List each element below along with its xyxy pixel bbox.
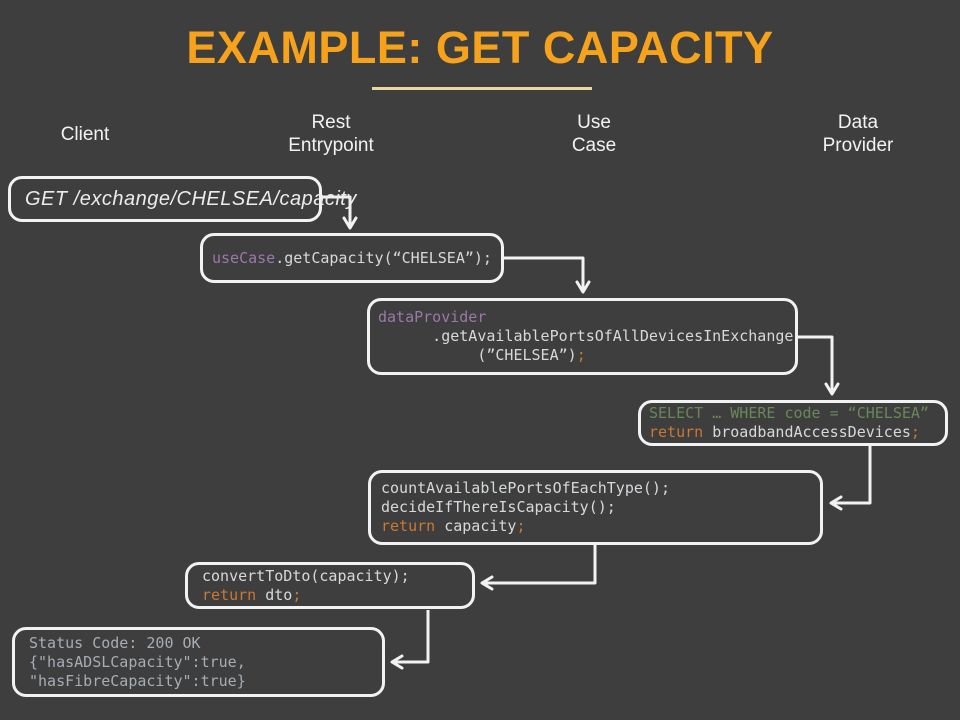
code-segment: ; bbox=[516, 517, 526, 535]
page-title: EXAMPLE: GET CAPACITY bbox=[186, 22, 774, 73]
code-line: GET /exchange/CHELSEA/capacity bbox=[25, 188, 356, 211]
code-segment: convertToDto(capacity); bbox=[202, 566, 410, 585]
code-line: return capacity; bbox=[381, 517, 810, 536]
code-segment: capacity bbox=[435, 517, 517, 535]
code-segment: return bbox=[649, 423, 704, 441]
code-line: useCase.getCapacity(“CHELSEA”); bbox=[212, 249, 492, 268]
arrow-entrypoint-to-usecase bbox=[500, 256, 591, 294]
code-segment: return bbox=[202, 585, 257, 604]
arrow-usecase-return-to-convert bbox=[480, 545, 597, 591]
response-box: Status Code: 200 OK{"hasADSLCapacity":tr… bbox=[12, 627, 385, 697]
arrow-convert-to-response bbox=[390, 610, 430, 670]
code-segment: .getCapacity(“CHELSEA”); bbox=[275, 248, 492, 267]
sql-query-box: SELECT … WHERE code = “CHELSEA”return br… bbox=[638, 400, 948, 446]
code-segment: SELECT … WHERE code = “CHELSEA” bbox=[649, 404, 929, 422]
code-segment: {"hasADSLCapacity":true, bbox=[29, 652, 246, 671]
code-segment: dto bbox=[256, 585, 293, 604]
code-segment: dataProvider bbox=[378, 308, 487, 326]
capacity-logic-box: countAvailablePortsOfEachType();decideIf… bbox=[368, 470, 823, 545]
column-header-client: Client bbox=[60, 123, 110, 145]
code-segment: .getAvailablePortsOfAllDevicesInExchange bbox=[378, 327, 794, 345]
request-box: GET /exchange/CHELSEA/capacity bbox=[8, 176, 356, 222]
arrow-dataprovider-return bbox=[829, 446, 872, 511]
code-line: .getAvailablePortsOfAllDevicesInExchange bbox=[378, 327, 793, 346]
code-segment: countAvailablePortsOfEachType(); bbox=[381, 479, 670, 497]
code-segment: Status Code: 200 OK bbox=[29, 633, 201, 652]
code-segment: return bbox=[381, 517, 436, 535]
arrow-usecase-to-dataprovider bbox=[798, 335, 840, 396]
title-underline bbox=[372, 87, 592, 90]
code-line: convertToDto(capacity); bbox=[202, 567, 458, 586]
code-segment: GET /exchange/CHELSEA/capacity bbox=[25, 187, 357, 210]
column-header-use-case: Use Case bbox=[571, 112, 617, 156]
code-line: return dto; bbox=[202, 586, 458, 605]
code-segment: ; bbox=[910, 423, 920, 441]
code-line: decideIfThereIsCapacity(); bbox=[381, 498, 810, 517]
usecase-call-box: useCase.getCapacity(“CHELSEA”); bbox=[200, 233, 504, 283]
code-line: (”CHELSEA”); bbox=[378, 346, 787, 365]
column-header-rest-entrypoint: Rest Entrypoint bbox=[288, 112, 374, 156]
code-segment: broadbandAccessDevices bbox=[703, 423, 911, 441]
code-line: "hasFibreCapacity":true} bbox=[29, 672, 368, 691]
code-segment: ; bbox=[576, 346, 586, 364]
code-segment: (”CHELSEA”) bbox=[378, 346, 577, 364]
code-segment: useCase bbox=[212, 248, 276, 267]
code-line: return broadbandAccessDevices; bbox=[649, 423, 937, 442]
code-segment: "hasFibreCapacity":true} bbox=[29, 671, 246, 690]
code-segment: decideIfThereIsCapacity(); bbox=[381, 498, 616, 516]
column-header-data-provider: Data Provider bbox=[822, 112, 894, 156]
code-line: {"hasADSLCapacity":true, bbox=[29, 653, 368, 672]
convert-dto-box: convertToDto(capacity);return dto; bbox=[185, 562, 475, 609]
code-line: dataProvider bbox=[378, 308, 787, 327]
code-line: Status Code: 200 OK bbox=[29, 634, 368, 653]
code-line: countAvailablePortsOfEachType(); bbox=[381, 479, 810, 498]
code-segment: ; bbox=[292, 585, 302, 604]
code-line: SELECT … WHERE code = “CHELSEA” bbox=[649, 404, 937, 423]
dataprovider-call-box: dataProvider .getAvailablePortsOfAllDevi… bbox=[367, 298, 798, 375]
